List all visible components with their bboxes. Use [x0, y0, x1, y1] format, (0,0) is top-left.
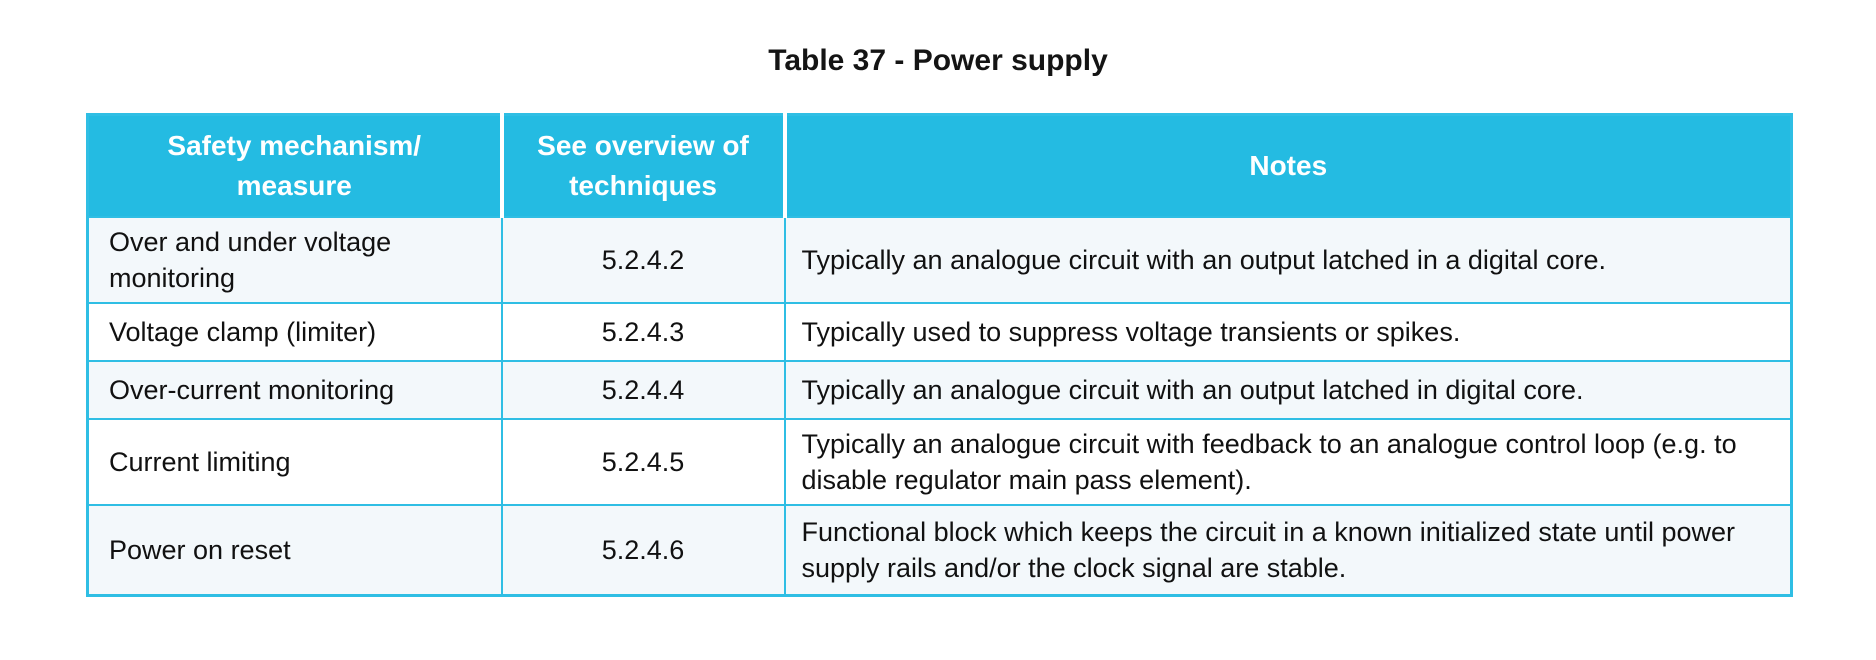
cell-note: Typically an analogue circuit with an ou…	[783, 360, 1793, 420]
table-row: Power on reset 5.2.4.6 Functional block …	[86, 504, 1793, 596]
column-header-see-overview: See overview of techniques	[499, 114, 785, 217]
cell-mechanism: Over and under voltage monitoring	[86, 216, 503, 304]
table-caption: Table 37 - Power supply	[768, 44, 1108, 77]
column-header-notes: Notes	[782, 114, 1792, 217]
cell-mechanism: Voltage clamp (limiter)	[86, 302, 503, 362]
cell-note: Functional block which keeps the circuit…	[783, 504, 1793, 596]
cell-mechanism: Current limiting	[86, 418, 503, 506]
power-supply-table: Safety mechanism/ measure See overview o…	[86, 113, 1793, 597]
table-row: Over and under voltage monitoring 5.2.4.…	[86, 216, 1793, 304]
cell-note: Typically an analogue circuit with feedb…	[783, 418, 1793, 506]
table-row: Over-current monitoring 5.2.4.4 Typicall…	[86, 360, 1793, 420]
cell-reference: 5.2.4.2	[500, 216, 786, 304]
cell-reference: 5.2.4.6	[500, 504, 786, 596]
table-row: Voltage clamp (limiter) 5.2.4.3 Typicall…	[86, 302, 1793, 362]
column-header-safety-mechanism: Safety mechanism/ measure	[87, 114, 502, 217]
cell-note: Typically an analogue circuit with an ou…	[783, 216, 1793, 304]
table-row: Current limiting 5.2.4.5 Typically an an…	[86, 418, 1793, 506]
cell-mechanism: Power on reset	[86, 504, 503, 596]
cell-mechanism: Over-current monitoring	[86, 360, 503, 420]
cell-reference: 5.2.4.5	[500, 418, 786, 506]
cell-note: Typically used to suppress voltage trans…	[783, 302, 1793, 362]
cell-reference: 5.2.4.4	[500, 360, 786, 420]
cell-reference: 5.2.4.3	[500, 302, 786, 362]
table-header-row: Safety mechanism/ measure See overview o…	[87, 114, 1792, 217]
